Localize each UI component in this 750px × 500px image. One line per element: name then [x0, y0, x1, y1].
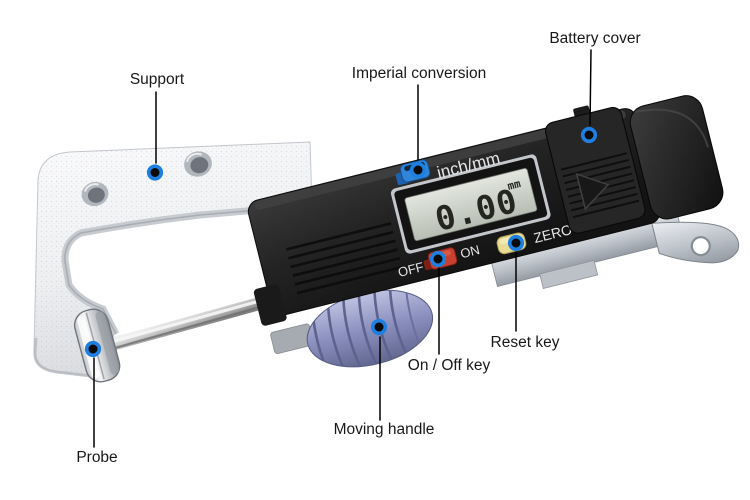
gauge-unit: 0.00 mm inch/mm OFF ON ZERO	[247, 95, 740, 379]
on-off-key-label: On / Off key	[408, 357, 491, 374]
lcd-display: 0.00 mm	[390, 154, 551, 254]
annotation-support: Support	[130, 71, 185, 181]
battery-cover	[544, 105, 646, 234]
probe-label: Probe	[76, 449, 117, 466]
c-frame-inner-edge	[64, 205, 306, 335]
annotation-on-off-key: On / Off key	[408, 250, 491, 374]
lcd-unit: mm	[506, 177, 522, 193]
support-label: Support	[130, 71, 185, 88]
c-frame-bottom-shade	[33, 337, 109, 380]
annotation-probe: Probe	[76, 340, 118, 466]
annotation-moving-handle: Moving handle	[334, 318, 435, 438]
spindle	[95, 292, 283, 354]
depth-step	[539, 259, 599, 289]
imperial-conversion-label: Imperial conversion	[352, 65, 486, 82]
lanyard-hole	[690, 236, 711, 257]
annotation-battery-cover: Battery cover	[549, 30, 641, 144]
annotations: Support Imperial conversion Battery cove…	[76, 30, 640, 466]
moving-handle-marker-dot	[370, 318, 388, 336]
battery-cover-arrow	[575, 172, 610, 211]
spindle-boss	[253, 284, 287, 326]
imperial-conversion-marker-dot	[409, 161, 427, 179]
end-cap	[629, 95, 724, 220]
on-off-key-marker-dot	[429, 250, 447, 268]
moving-handle-label: Moving handle	[334, 421, 435, 438]
on-label: ON	[459, 242, 482, 261]
annotation-imperial-conversion: Imperial conversion	[352, 65, 486, 179]
frame-hole-right	[184, 151, 212, 177]
probe-marker-dot	[84, 340, 102, 358]
body-ridges	[285, 222, 403, 295]
battery-cover-label: Battery cover	[549, 30, 640, 47]
reset-key-label: Reset key	[491, 334, 560, 351]
frame-hole-left	[81, 181, 109, 207]
support-marker-dot	[146, 164, 164, 181]
reset-key-marker-dot	[507, 234, 525, 252]
annotation-reset-key: Reset key	[491, 234, 560, 351]
body-top-chamfer	[254, 110, 626, 210]
off-label: OFF	[396, 259, 425, 280]
battery-cover-marker-dot	[580, 126, 598, 144]
battery-cover-leader-line	[589, 49, 592, 126]
